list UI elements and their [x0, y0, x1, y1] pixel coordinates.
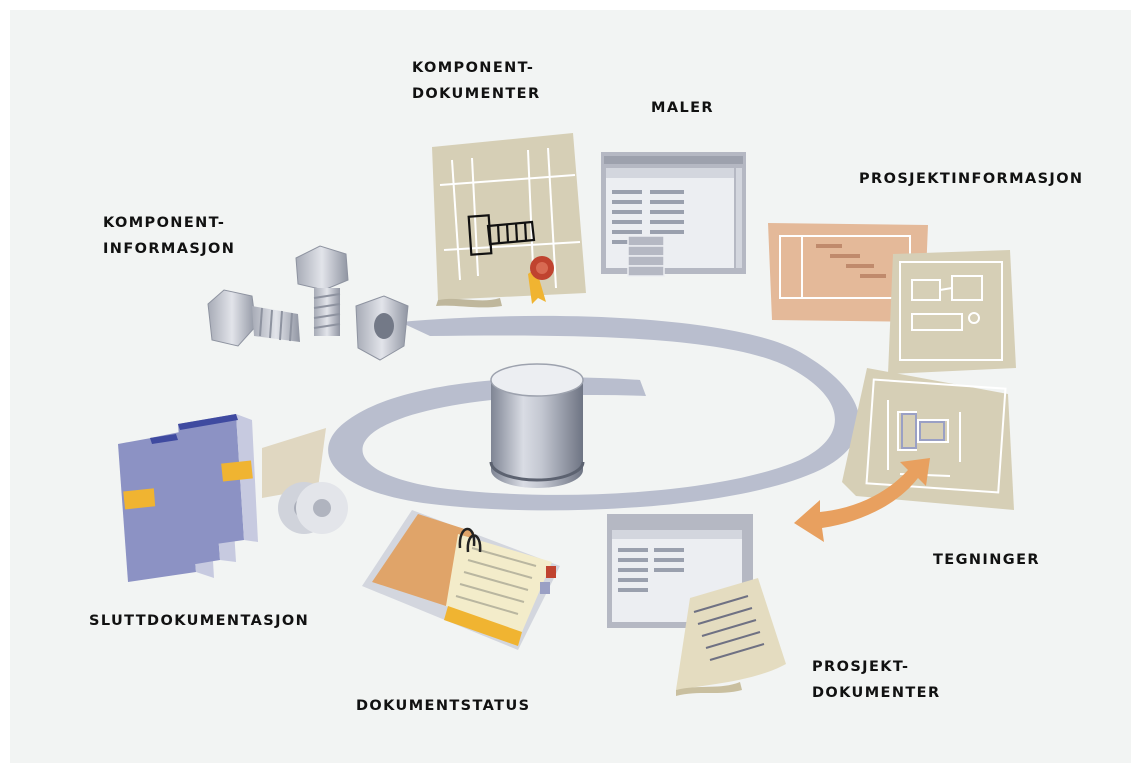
label-komponent-informasjon: KOMPONENT- INFORMASJON	[103, 215, 236, 257]
final-documentation-binders-icon	[118, 414, 348, 582]
project-documents-icon	[607, 514, 786, 696]
label-prosjekt-dokumenter: PROSJEKT- DOKUMENTER	[812, 659, 941, 701]
label-maler: MALER	[651, 100, 714, 116]
label-sluttdokumentasjon: SLUTTDOKUMENTASJON	[89, 613, 310, 629]
spiral-flow	[328, 315, 860, 511]
component-information-bolts-icon	[207, 245, 409, 361]
drawings-icon	[794, 368, 1014, 542]
label-tegninger: TEGNINGER	[933, 552, 1040, 568]
label-prosjektinformasjon: PROSJEKTINFORMASJON	[859, 171, 1084, 187]
label-dokumentstatus: DOKUMENTSTATUS	[356, 698, 531, 714]
label-komponent-dokumenter: KOMPONENT- DOKUMENTER	[412, 60, 541, 102]
project-information-icon	[768, 223, 1016, 374]
templates-window-icon	[601, 152, 746, 277]
database-cylinder-icon	[489, 363, 585, 488]
component-documents-icon	[432, 133, 586, 308]
document-status-folder-icon	[362, 510, 560, 650]
